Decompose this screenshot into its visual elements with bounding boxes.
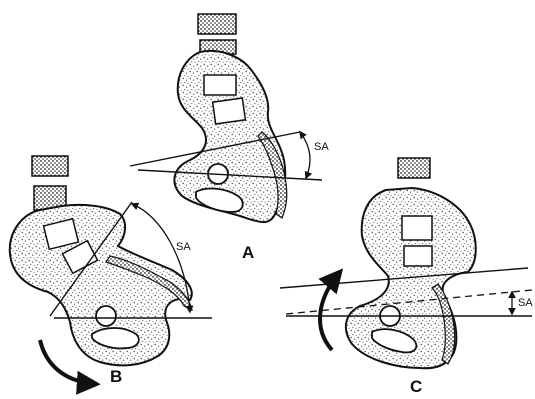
panel-c: SA C xyxy=(280,158,533,396)
sacral-segment-c2 xyxy=(404,246,432,266)
panel-a: SA A xyxy=(130,14,329,262)
vertebra-top-a xyxy=(198,14,236,34)
panel-label-b: B xyxy=(110,367,122,386)
sacral-segment-a2 xyxy=(213,98,246,124)
acetabulum-b xyxy=(96,306,116,326)
angle-label-a: SA xyxy=(314,141,329,153)
angle-label-c: SA xyxy=(518,297,533,309)
panel-label-c: C xyxy=(410,377,422,396)
angle-arc-a xyxy=(300,132,310,178)
sacral-segment-a1 xyxy=(204,75,236,95)
angle-label-b: SA xyxy=(176,241,191,253)
vertebra-top-c xyxy=(398,158,430,178)
panel-label-a: A xyxy=(242,243,254,262)
sacral-segment-c1 xyxy=(402,216,432,240)
vertebra-top-b xyxy=(32,156,68,176)
